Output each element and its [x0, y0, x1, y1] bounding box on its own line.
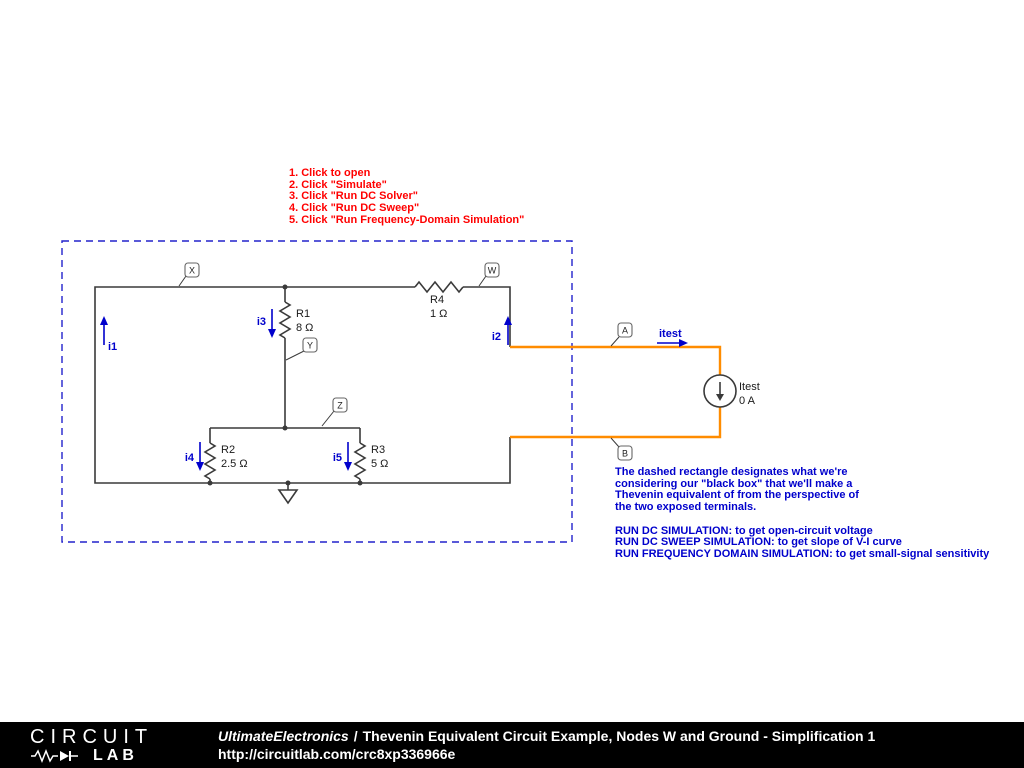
resistor-r2[interactable]: R2 2.5 Ω	[203, 442, 248, 480]
node-label-x: X	[189, 266, 195, 276]
blackbox-annotation: The dashed rectangle designates what we'…	[615, 466, 1020, 561]
node-label-y: Y	[307, 341, 313, 351]
r2-name: R2	[221, 444, 235, 456]
current-arrow-i4: i4	[185, 442, 204, 471]
footer-bar: CIRCUIT LAB UltimateElectronics/Thevenin…	[0, 722, 1024, 768]
r1-name: R1	[296, 308, 310, 320]
circuit-title: Thevenin Equivalent Circuit Example, Nod…	[362, 728, 876, 744]
note-run-line: RUN FREQUENCY DOMAIN SIMULATION: to get …	[615, 547, 990, 560]
instruction-line: 5. Click "Run Frequency-Domain Simulatio…	[289, 213, 525, 226]
source-arrow-icon	[716, 394, 724, 401]
resistor-r3[interactable]: R3 5 Ω	[353, 442, 388, 480]
r3-name: R3	[371, 444, 385, 456]
junction-dots	[207, 284, 363, 486]
current-arrow-itest: itest	[657, 328, 688, 347]
note-line: considering our "black box" that we'll m…	[615, 477, 853, 490]
breadcrumb-author[interactable]: UltimateElectronics	[218, 728, 349, 744]
current-label-i3: i3	[257, 316, 266, 328]
node-label-b: B	[622, 449, 628, 459]
current-label-i4: i4	[185, 452, 195, 464]
resistor-r1[interactable]: R1 8 Ω	[278, 301, 313, 339]
circuitlab-logo[interactable]: CIRCUIT LAB	[30, 727, 188, 764]
node-flag-y[interactable]: Y	[285, 337, 318, 361]
node-flag-b[interactable]: B	[610, 437, 633, 461]
note-run-line: RUN DC SWEEP SIMULATION: to get slope of…	[615, 536, 902, 549]
current-label-i1: i1	[108, 341, 117, 353]
breadcrumb-separator: /	[353, 728, 358, 744]
itest-value: 0 A	[739, 395, 756, 407]
instruction-line: 3. Click "Run DC Solver"	[289, 190, 419, 203]
current-label-itest: itest	[659, 328, 682, 340]
node-label-z: Z	[337, 401, 343, 411]
r2-value: 2.5 Ω	[221, 458, 248, 470]
node-flag-z[interactable]: Z	[321, 397, 348, 427]
current-arrow-i1: i1	[100, 316, 117, 353]
r1-value: 8 Ω	[296, 322, 313, 334]
current-source-itest[interactable]: Itest 0 A	[703, 374, 760, 408]
highlighted-test-wires	[510, 345, 722, 439]
instruction-line: 2. Click "Simulate"	[289, 178, 387, 191]
itest-name: Itest	[739, 381, 760, 393]
current-arrow-i2: i2	[492, 316, 512, 345]
blackbox-boundary	[61, 240, 573, 543]
r4-value: 1 Ω	[430, 308, 447, 320]
current-arrow-i3: i3	[257, 309, 276, 338]
note-blank-line	[615, 514, 1020, 526]
r4-name: R4	[430, 294, 444, 306]
breadcrumb: UltimateElectronics/Thevenin Equivalent …	[218, 727, 875, 745]
node-label-a: A	[622, 326, 628, 336]
logo-text-circuit: CIRCUIT	[30, 725, 154, 748]
instruction-line: 4. Click "Run DC Sweep"	[289, 202, 420, 215]
logo-text-lab: LAB	[93, 746, 138, 764]
waveform-diode-icon	[31, 748, 78, 763]
current-label-i5: i5	[333, 452, 342, 464]
note-line: Thevenin equivalent of from the perspect…	[615, 489, 859, 502]
node-label-w: W	[488, 266, 497, 276]
node-flag-w[interactable]: W	[478, 262, 500, 287]
ground-symbol[interactable]	[277, 483, 299, 505]
node-flag-a[interactable]: A	[610, 322, 633, 347]
current-arrow-i5: i5	[333, 442, 352, 471]
resistor-r4[interactable]: R4 1 Ω	[414, 280, 464, 320]
simulation-instructions: 1. Click to open 2. Click "Simulate" 3. …	[289, 167, 525, 227]
share-url[interactable]: http://circuitlab.com/crc8xp336966e	[218, 746, 456, 762]
node-flag-x[interactable]: X	[178, 262, 200, 287]
note-line: The dashed rectangle designates what we'…	[615, 466, 848, 478]
instruction-line: 1. Click to open	[289, 167, 371, 179]
current-label-i2: i2	[492, 331, 501, 343]
note-line: the two exposed terminals.	[615, 501, 757, 514]
r3-value: 5 Ω	[371, 458, 388, 470]
note-run-line: RUN DC SIMULATION: to get open-circuit v…	[615, 524, 873, 537]
